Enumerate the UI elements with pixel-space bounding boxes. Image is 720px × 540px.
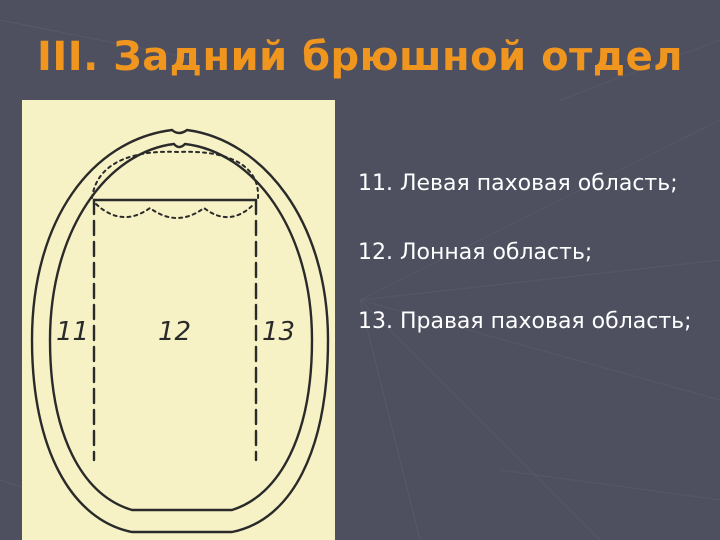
dotted-dome — [91, 150, 260, 199]
region-item-11: 11. Левая паховая область; — [358, 171, 678, 196]
abdomen-diagram: 11 12 13 — [22, 100, 335, 540]
label-12: 12 — [158, 317, 191, 347]
outer-outline — [30, 128, 330, 534]
slide-title: III. Задний брюшной отдел — [37, 34, 683, 80]
region-list: 11. Левая паховая область; 12. Лонная об… — [358, 168, 708, 337]
region-item-13: 13. Правая паховая область; — [358, 309, 692, 334]
abdomen-diagram-drawing: 11 12 13 — [30, 128, 330, 534]
dotted-scallop — [95, 203, 255, 219]
label-11: 11 — [56, 317, 89, 347]
region-item-12: 12. Лонная область; — [358, 240, 593, 265]
inner-outline — [48, 142, 314, 512]
label-13: 13 — [262, 317, 295, 347]
